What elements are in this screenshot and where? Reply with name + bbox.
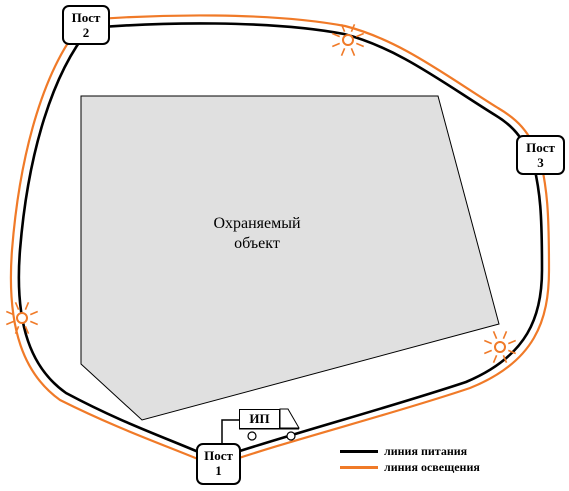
post-2-number: 2 [82,25,90,40]
lamp-ray [502,354,508,364]
lamp-ray [350,47,356,57]
guarded-object-label-line2: объект [234,235,280,252]
lamp-ray [5,310,15,316]
legend-label-lighting-line: линия освещения [384,460,480,474]
lamp-ray [29,320,39,326]
power-source-label: ИП [239,409,280,429]
lamp-ray [492,354,498,364]
lamp-ray [340,47,346,57]
legend-label-power-line: линия питания [384,444,468,458]
lamp-ray [24,325,30,335]
lamp-ray [492,330,498,340]
post-3-number: 3 [537,155,544,170]
legend-swatch-power-line [340,450,378,453]
post-1-word: Пост [204,448,233,463]
guarded-object-area [80,95,500,421]
guarded-object-label-line1: Охраняемый [213,215,301,232]
post-3: Пост 3 [516,135,565,175]
post-1: Пост 1 [196,443,241,485]
lamp-bulb [342,34,354,46]
lamp-ray [355,32,365,38]
lamp-ray [331,32,341,38]
post-3-word: Пост [526,140,555,155]
lamp-ray [5,320,15,326]
lamp-ray [355,42,365,48]
post-2: Пост 2 [62,5,110,45]
light-lamp-icon [5,301,39,335]
post-1-number: 1 [215,463,222,478]
lamp-ray [350,23,356,33]
lamp-ray [29,310,39,316]
lamp-ray [14,301,20,311]
light-lamp-icon [331,23,365,57]
guarded-object-label: Охраняемый объект [192,214,322,254]
truck-icon [239,408,300,441]
lamp-ray [507,339,517,345]
lamp-ray [502,330,508,340]
lamp-ray [483,349,493,355]
lamp-ray [507,349,517,355]
lamp-ray [24,301,30,311]
lighting-line-perimeter [9,14,551,468]
legend-swatch-lighting-line [340,466,378,469]
light-lamp-icon [483,330,517,364]
lamp-ray [340,23,346,33]
lamp-bulb [494,341,506,353]
lamp-ray [14,325,20,335]
power-source-connection [221,419,239,444]
lamp-ray [483,339,493,345]
lamp-ray [331,42,341,48]
post-2-word: Пост [71,10,101,25]
lamp-bulb [16,312,28,324]
